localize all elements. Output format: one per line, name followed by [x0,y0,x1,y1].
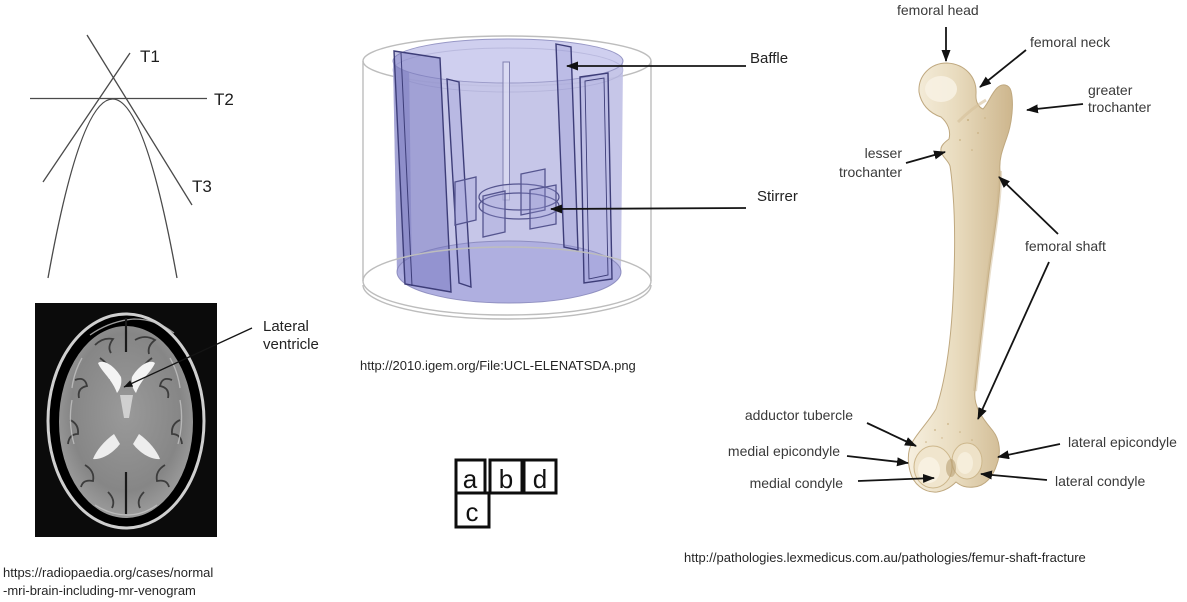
femoral-neck-arrow [979,49,1027,88]
letter-box-c [454,491,491,529]
bioreactor-figure [362,35,652,320]
lesser-trochanter-arrow [905,150,946,164]
t1-label: T1 [140,47,160,66]
baffle-left-front [393,50,452,293]
intercondylar-notch [946,459,956,477]
stirrer-shaft [502,61,510,201]
t3-label: T3 [192,177,212,196]
lateral-ventricle-label-line1: Lateral [263,318,309,335]
mri-source-url-line2: -mri-brain-including-mr-venogram [3,583,196,598]
baffle-left-front-edge [400,52,413,287]
stirrer-arrow [550,204,747,214]
femur-shaft-shadow [973,170,1003,392]
femoral-shaft-lower-arrow [977,261,1050,420]
femur-figure [907,62,1013,493]
greater-trochanter-arrow [1026,103,1084,114]
mri-gyri-highlights [69,318,183,516]
baffle-right-frame-inner [584,77,609,280]
impeller-blade-front-left [482,190,506,238]
letter-c: c [466,497,479,527]
greater-trochanter-label-line1: greater [1088,82,1133,98]
impeller-blade-left [454,176,477,226]
femoral-neck-shading [956,98,987,124]
lateral-ventricle-arrow [123,327,253,388]
parabola-curve [47,98,178,279]
femur-annotations: femoral head femoral neck greater trocha… [684,2,1177,565]
letter-box-d [522,458,558,495]
mri-left-anterior-horn [98,361,122,393]
letter-a: a [463,464,478,494]
medial-condyle-label: medial condyle [750,475,844,491]
greater-trochanter-label-line2: trochanter [1088,99,1151,115]
tangent-diagram: T1 T2 T3 [30,34,234,279]
impeller-blade-right [529,184,557,230]
mri-left-posterior-horn [93,434,120,460]
mri-scan [35,303,217,537]
bioreactor-source-url: http://2010.igem.org/File:UCL-ELENATSDA.… [360,358,636,373]
baffle-label: Baffle [750,50,788,67]
lateral-epicondyle-arrow [997,443,1061,460]
letter-d: d [533,464,547,494]
lateral-condyle-label: lateral condyle [1055,473,1145,489]
lateral-epicondyle-label: lateral epicondyle [1068,434,1177,450]
adductor-tubercle-arrow [866,422,917,447]
lateral-condyle-highlight [957,452,973,474]
liquid-left-shading [393,61,412,278]
letter-b: b [499,464,513,494]
impeller-blade-back-right [520,168,546,216]
medial-epicondyle-label: medial epicondyle [728,443,840,459]
mri-annotation: Lateral ventricle https://radiopaedia.or… [3,318,319,598]
tangent-line-t1 [42,52,131,183]
letter-box-b [488,458,524,495]
mri-right-posterior-horn [133,434,160,460]
stirrer-label: Stirrer [757,188,798,205]
t2-label: T2 [214,90,234,109]
bone-speckles [925,117,986,443]
femoral-shaft-label: femoral shaft [1025,238,1106,254]
medial-epicondyle-arrow [846,455,909,467]
femoral-shaft-upper-arrow [998,176,1059,235]
tangent-line-t3 [86,34,193,206]
adductor-tubercle-label: adductor tubercle [745,407,853,423]
femoral-head-label: femoral head [897,2,979,18]
baffle-right-center [555,43,579,251]
lateral-ventricle-label-line2: ventricle [263,336,319,353]
femur-source-url: http://pathologies.lexmedicus.com.au/pat… [684,550,1086,565]
femoral-head-highlight [925,76,957,102]
impeller-hub [478,183,560,211]
letter-boxes: a b d c [454,458,558,529]
medial-condyle-arrow [857,473,935,483]
mri-third-ventricle [120,395,133,418]
lateral-condyle-arrow [980,470,1048,481]
mri-source-url-line1: https://radiopaedia.org/cases/normal [3,565,213,580]
glass-bottom-rim-lower [362,284,652,320]
lesser-trochanter-label-line2: trochanter [839,164,902,180]
femoral-neck-label: femoral neck [1030,34,1111,50]
lesser-trochanter-label-line1: lesser [865,145,903,161]
bioreactor-annotations: Baffle Stirrer http://2010.igem.org/File… [360,50,798,373]
liquid-bottom-disc [396,240,622,304]
femur-bone [907,62,1013,493]
glass-bottom-rim [362,246,652,316]
